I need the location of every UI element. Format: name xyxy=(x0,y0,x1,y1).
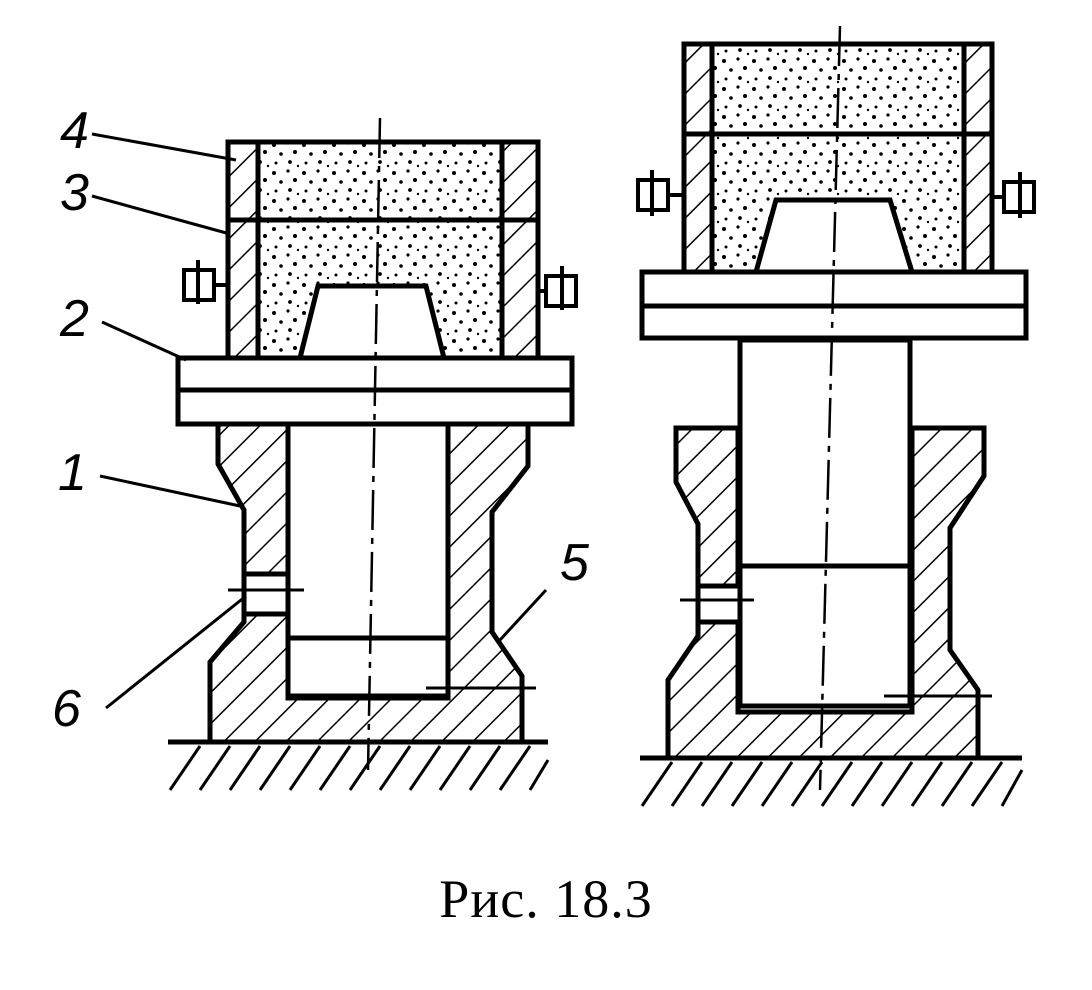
right-ground-hatch xyxy=(640,761,1024,807)
figure-caption: Рис. 18.3 xyxy=(439,869,653,929)
left-pattern xyxy=(296,283,448,361)
label-4: 4 xyxy=(60,102,89,160)
left-ground-hatch xyxy=(168,745,550,791)
right-piston xyxy=(737,337,913,709)
right-clamp-left xyxy=(636,170,684,216)
left-pin-6 xyxy=(241,571,291,617)
right-pin-6 xyxy=(695,583,743,625)
label-5: 5 xyxy=(560,534,590,592)
left-leader-lines xyxy=(91,132,548,710)
left-assembly xyxy=(91,117,578,791)
label-1: 1 xyxy=(58,444,87,502)
label-2: 2 xyxy=(59,290,89,348)
right-center-axis xyxy=(818,25,842,791)
label-3: 3 xyxy=(60,164,89,222)
left-center-axis xyxy=(366,117,382,771)
label-6: 6 xyxy=(52,680,81,738)
right-clamp-right xyxy=(992,172,1036,218)
left-clamp-right xyxy=(538,266,578,310)
left-clamp-left xyxy=(182,260,228,304)
right-assembly xyxy=(636,25,1036,807)
left-piston xyxy=(285,421,451,699)
